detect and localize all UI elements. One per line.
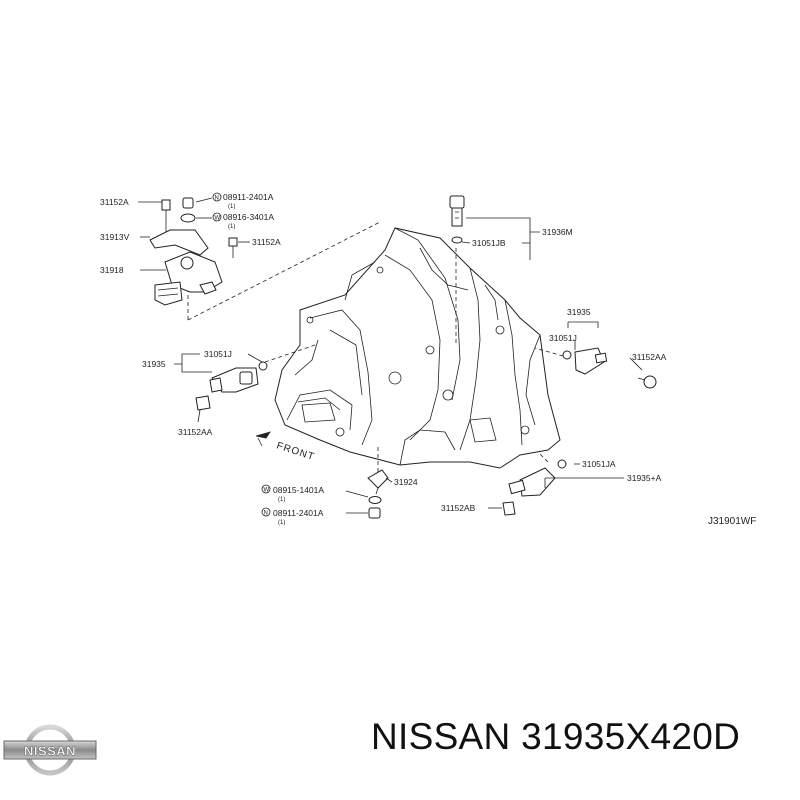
label-leaders: [138, 197, 643, 514]
front-label: FRONT: [275, 440, 316, 463]
label-31152AA-left: 31152AA: [178, 427, 213, 437]
label-08911-bottom-qty: (1): [278, 520, 285, 526]
part-labels: 31152A 08911-2401A (1) 08916-3401A (1) 3…: [100, 192, 756, 527]
label-31051JB: 31051JB: [472, 238, 506, 248]
sensor-31936M: [449, 195, 465, 244]
transmission-housing: [274, 227, 561, 469]
bracket-31924: [367, 469, 389, 519]
nissan-logo: NISSAN: [3, 724, 97, 776]
label-31152AB: 31152AB: [441, 503, 476, 513]
label-08916: 08916-3401A: [223, 212, 274, 222]
label-31051J-right: 31051J: [549, 333, 577, 343]
label-31935A: 31935+A: [627, 473, 662, 483]
front-arrow: FRONT: [255, 431, 316, 463]
label-31051JA: 31051JA: [582, 459, 616, 469]
circled-markers: N W W N: [212, 192, 271, 517]
label-31936M: 31936M: [542, 227, 573, 237]
marker-w-top: W: [215, 216, 221, 222]
part-caption: NISSAN 31935X420D: [371, 716, 741, 757]
sensor-31935-left: [195, 361, 268, 411]
label-08911-top-qty: (1): [228, 204, 235, 210]
label-31913V: 31913V: [100, 232, 130, 242]
label-08915: 08915-1401A: [273, 485, 324, 495]
sensor-31935A: [502, 459, 567, 516]
label-08911-bottom: 08911-2401A: [273, 508, 324, 518]
sensor-31935-right: [562, 347, 657, 389]
dashed-leaders: [187, 221, 571, 472]
label-31924: 31924: [394, 477, 418, 487]
logo-text: NISSAN: [24, 744, 76, 759]
drawing-reference: J31901WF: [708, 516, 756, 527]
label-31051J-left: 31051J: [204, 349, 232, 359]
marker-n-bottom: N: [264, 511, 268, 517]
label-31152A-mid: 31152A: [252, 237, 281, 247]
label-08916-qty: (1): [228, 224, 235, 230]
marker-n-top: N: [215, 196, 219, 202]
inhibitor-switch-assembly: [149, 197, 238, 306]
label-31935-left: 31935: [142, 359, 166, 369]
label-31152A-top: 31152A: [100, 197, 129, 207]
marker-w-bottom: W: [264, 488, 270, 494]
label-31935-right: 31935: [567, 307, 591, 317]
label-08911-top: 08911-2401A: [223, 192, 274, 202]
label-31918: 31918: [100, 265, 124, 275]
label-31152AA-right: 31152AA: [632, 352, 667, 362]
label-08915-qty: (1): [278, 497, 285, 503]
